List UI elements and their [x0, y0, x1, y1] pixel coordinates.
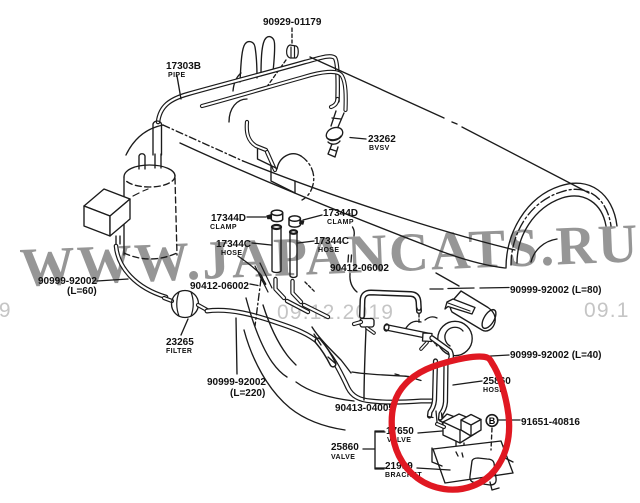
svg-text:90999-92002: 90999-92002 [207, 377, 266, 388]
svg-text:FILTER: FILTER [166, 348, 192, 355]
svg-text:(L=220): (L=220) [230, 388, 265, 399]
svg-text:VALVE: VALVE [331, 454, 355, 461]
svg-text:90999-92002 (L=40): 90999-92002 (L=40) [510, 350, 601, 361]
svg-text:21999: 21999 [385, 461, 413, 472]
svg-text:90999-92002: 90999-92002 [38, 276, 97, 287]
svg-text:09.1: 09.1 [584, 299, 630, 322]
svg-text:BRACKET: BRACKET [385, 472, 422, 479]
svg-text:25860: 25860 [483, 376, 511, 387]
svg-text:B: B [489, 416, 496, 426]
svg-text:CLAMP: CLAMP [327, 219, 354, 226]
svg-text:17344C: 17344C [216, 239, 251, 250]
svg-text:HOSE: HOSE [221, 250, 242, 257]
svg-text:25860: 25860 [331, 442, 359, 453]
svg-text:90412-06002: 90412-06002 [330, 263, 389, 274]
svg-text:17344D: 17344D [323, 208, 358, 219]
svg-text:91651-40816: 91651-40816 [521, 417, 580, 428]
svg-text:19: 19 [0, 299, 12, 322]
svg-text:90412-06002: 90412-06002 [190, 281, 249, 292]
svg-text:BVSV: BVSV [369, 145, 390, 152]
svg-text:23265: 23265 [166, 337, 194, 348]
svg-text:PIPE: PIPE [168, 72, 186, 79]
svg-text:23262: 23262 [368, 134, 396, 145]
svg-text:90413-04005: 90413-04005 [335, 403, 394, 414]
svg-text:90929-01179: 90929-01179 [263, 17, 322, 28]
svg-text:17303B: 17303B [166, 61, 201, 72]
svg-text:17344C: 17344C [314, 236, 349, 247]
svg-text:CLAMP: CLAMP [210, 224, 237, 231]
svg-text:90999-92002 (L=80): 90999-92002 (L=80) [510, 285, 601, 296]
svg-text:17344D: 17344D [211, 213, 246, 224]
svg-text:(L=60): (L=60) [67, 286, 97, 297]
svg-text:HOSE: HOSE [483, 387, 504, 394]
svg-text:HOSE: HOSE [318, 247, 339, 254]
svg-text:17650: 17650 [386, 426, 414, 437]
svg-text:VALVE: VALVE [387, 437, 411, 444]
